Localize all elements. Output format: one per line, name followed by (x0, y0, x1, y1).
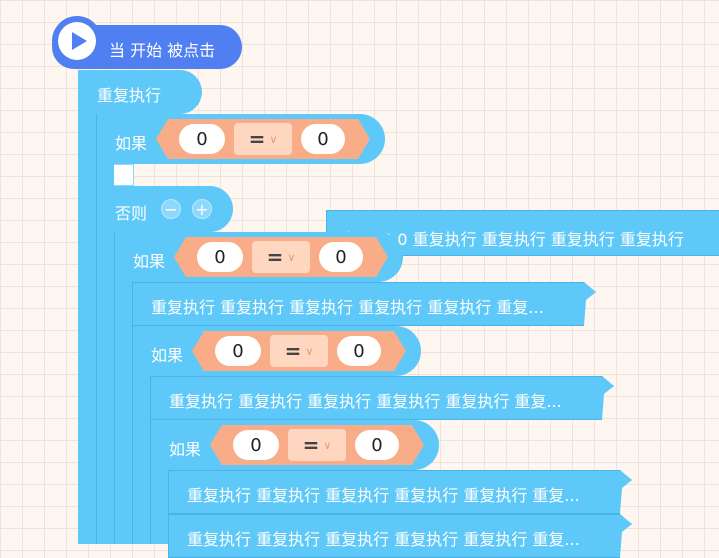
condition-1-left[interactable]: 0 (179, 124, 225, 154)
if-2-left-arm (114, 278, 133, 544)
condition-4-right[interactable]: 0 (355, 430, 399, 460)
if-4-left-arm (150, 466, 169, 544)
condition-4-op-text: = (302, 433, 320, 457)
if-1-empty-slot (114, 164, 134, 186)
statement-3-text: 重复执行 重复执行 重复执行 重复执行 重复执行 重复... (187, 486, 580, 505)
chevron-down-icon: ∨ (305, 344, 314, 358)
chevron-down-icon: ∨ (323, 438, 332, 452)
else-label-1: 否则 (115, 204, 148, 223)
repeat-label: 重复执行 (97, 86, 162, 105)
floating-block-text: 如果 0 0 重复执行 重复执行 重复执行 重复执行 (345, 230, 684, 249)
chevron-down-icon: ∨ (269, 132, 278, 146)
statement-block-4[interactable]: 重复执行 重复执行 重复执行 重复执行 重复执行 重复... (168, 514, 632, 558)
condition-2-left[interactable]: 0 (197, 242, 243, 272)
statement-block-1[interactable]: 重复执行 重复执行 重复执行 重复执行 重复执行 重复... (132, 282, 596, 326)
statement-4-text: 重复执行 重复执行 重复执行 重复执行 重复执行 重复... (187, 530, 580, 549)
condition-1-right[interactable]: 0 (301, 124, 345, 154)
repeat-left-arm (78, 110, 98, 544)
if-label-4: 如果 (169, 440, 202, 459)
if-3-left-arm (132, 372, 151, 544)
statement-block-3[interactable]: 重复执行 重复执行 重复执行 重复执行 重复执行 重复... (168, 470, 632, 514)
if-label-3: 如果 (151, 346, 184, 365)
statement-2-text: 重复执行 重复执行 重复执行 重复执行 重复执行 重复... (169, 392, 562, 411)
condition-2-op-text: = (266, 245, 284, 269)
remove-branch-button[interactable]: − (161, 199, 181, 219)
chevron-down-icon: ∨ (287, 250, 296, 264)
condition-2-operator[interactable]: =∨ (252, 241, 310, 273)
statement-1-text: 重复执行 重复执行 重复执行 重复执行 重复执行 重复... (151, 298, 544, 317)
if-label-1: 如果 (115, 134, 148, 153)
condition-3-operator[interactable]: =∨ (270, 335, 328, 367)
condition-2-right[interactable]: 0 (319, 242, 363, 272)
add-branch-button[interactable]: + (192, 199, 212, 219)
condition-3-op-text: = (284, 339, 302, 363)
condition-4-operator[interactable]: =∨ (288, 429, 346, 461)
if-1-left-arm (96, 160, 115, 544)
condition-3-left[interactable]: 0 (215, 336, 261, 366)
condition-3-right[interactable]: 0 (337, 336, 381, 366)
condition-4-left[interactable]: 0 (233, 430, 279, 460)
repeat-forever-block[interactable] (78, 70, 202, 114)
condition-1-operator[interactable]: =∨ (234, 123, 292, 155)
play-icon[interactable] (58, 22, 96, 60)
condition-1-op-text: = (248, 127, 266, 151)
hat-label: 当 开始 被点击 (109, 41, 216, 60)
statement-block-2[interactable]: 重复执行 重复执行 重复执行 重复执行 重复执行 重复... (150, 376, 614, 420)
if-label-2: 如果 (133, 252, 166, 271)
